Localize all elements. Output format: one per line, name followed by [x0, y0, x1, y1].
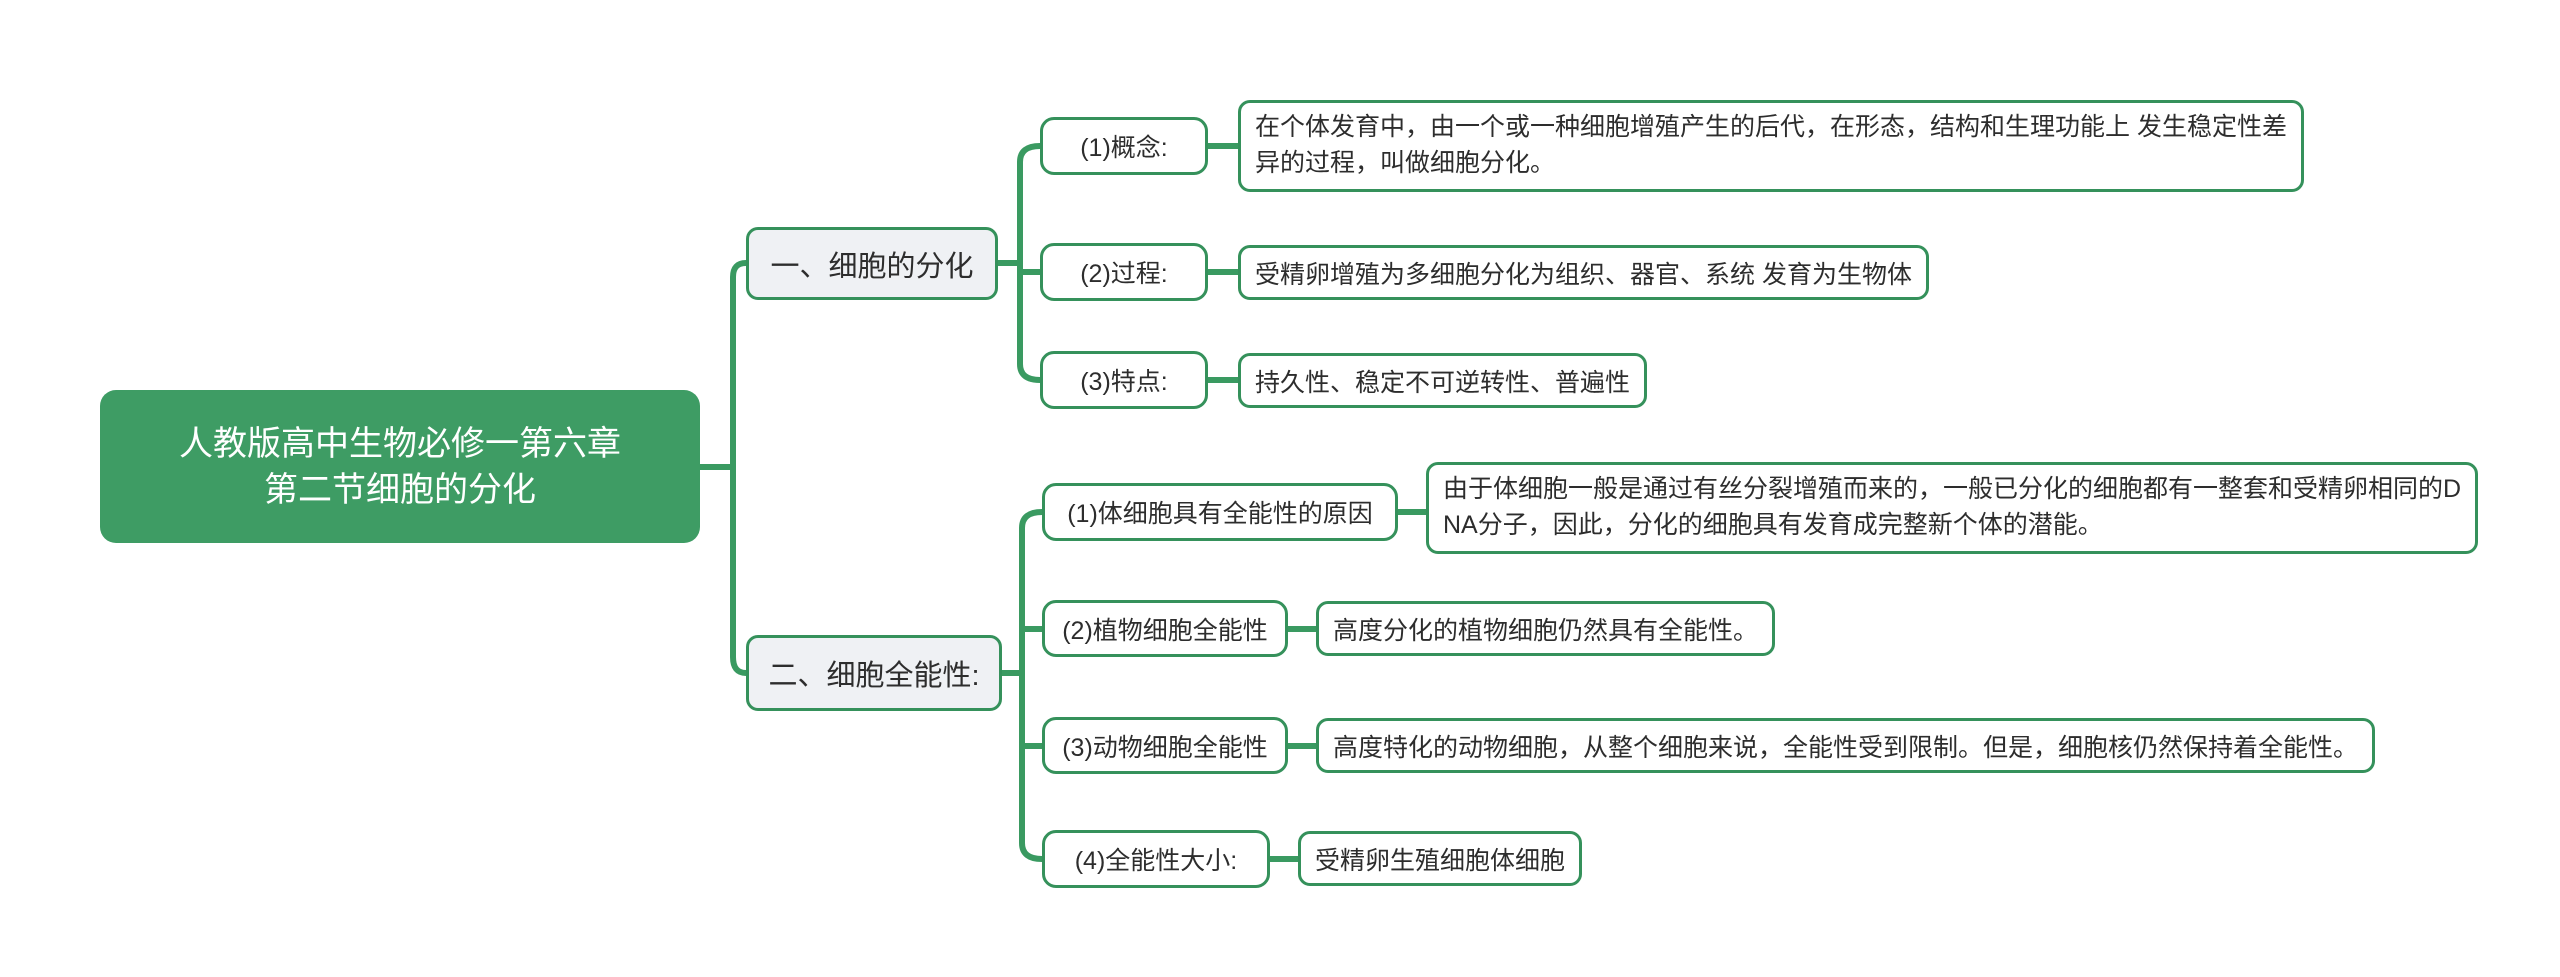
root-topic[interactable]: 人教版高中生物必修一第六章 第二节细胞的分化 — [100, 390, 700, 543]
subtopic-2-1-label[interactable]: (1)体细胞具有全能性的原因 — [1042, 483, 1398, 541]
connector-root-trunk — [730, 260, 747, 676]
subtopic-2-2-label[interactable]: (2)植物细胞全能性 — [1042, 600, 1288, 657]
branch-topic-1[interactable]: 一、细胞的分化 — [746, 227, 998, 300]
subtopic-1-3-value[interactable]: 持久性、稳定不可逆转性、普遍性 — [1238, 353, 1648, 408]
subtopic-1-2-label[interactable]: (2)过程: — [1040, 243, 1208, 301]
subtopic-2-3-label[interactable]: (3)动物细胞全能性 — [1042, 717, 1288, 774]
subtopic-1-3-label[interactable]: (3)特点: — [1040, 351, 1208, 409]
subtopic-1-1-label[interactable]: (1)概念: — [1040, 117, 1208, 175]
subtopic-1-2-value[interactable]: 受精卵增殖为多细胞分化为组织、器官、系统 发育为生物体 — [1238, 245, 1929, 300]
subtopic-2-2-value[interactable]: 高度分化的植物细胞仍然具有全能性。 — [1316, 601, 1776, 656]
subtopic-2-1-value[interactable]: 由于体细胞一般是通过有丝分裂增殖而来的，一般已分化的细胞都有一整套和受精卵相同的… — [1426, 462, 2479, 554]
branch-topic-2[interactable]: 二、细胞全能性: — [746, 635, 1002, 711]
subtopic-2-4-value[interactable]: 受精卵生殖细胞体细胞 — [1298, 831, 1583, 886]
connector-branch1-trunk — [1017, 143, 1041, 383]
connector-branch2-trunk — [1019, 509, 1043, 862]
subtopic-1-1-value[interactable]: 在个体发育中，由一个或一种细胞增殖产生的后代，在形态，结构和生理功能上 发生稳定… — [1238, 100, 2304, 192]
subtopic-2-4-label[interactable]: (4)全能性大小: — [1042, 830, 1270, 888]
subtopic-2-3-value[interactable]: 高度特化的动物细胞，从整个细胞来说，全能性受到限制。但是，细胞核仍然保持着全能性… — [1316, 718, 2376, 773]
